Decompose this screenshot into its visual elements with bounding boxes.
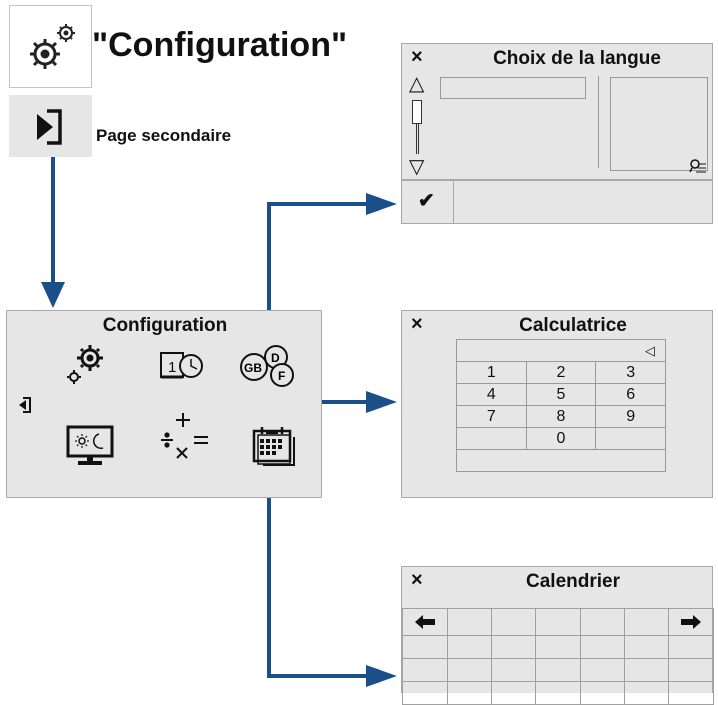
calc-key[interactable]: 8 [525,405,597,428]
calendar-close-icon[interactable]: × [411,569,423,591]
date-time-icon[interactable]: 1 [159,349,209,383]
language-panel: × Choix de la langue △ ▽ ✔ [401,43,713,224]
language-scrollbar[interactable] [412,100,422,155]
lang-badge-d: D [271,351,280,365]
calc-key[interactable]: 0 [525,427,597,450]
secondary-page-icon-box [9,95,92,157]
calculator-panel-title: Calculatrice [519,315,627,336]
calc-key[interactable]: 7 [456,405,527,428]
language-panel-title: Choix de la langue [493,48,661,69]
calendar-panel: × Calendrier [401,566,714,705]
configuration-panel: Configuration 1 GB [6,310,322,498]
language-divider [598,76,599,168]
calculator-result-row [456,449,666,472]
arrow-right-icon[interactable] [680,615,702,629]
calc-key[interactable]: 9 [595,405,666,428]
calculator-keypad: ◁ 1 2 3 4 5 6 7 8 9 0 [456,339,666,472]
arrow-to-language [267,202,368,333]
calc-key[interactable]: 4 [456,383,527,406]
calendar-grid [402,608,714,705]
language-footer [401,180,713,181]
arrow-to-calendar [267,480,368,678]
language-confirm-bar [401,136,713,181]
language-footer-bar [401,179,713,180]
configuration-icon-box [9,5,92,88]
exit-icon[interactable] [15,395,33,415]
calendar-icon[interactable] [251,425,299,469]
calculator-display: ◁ [456,339,666,362]
settings-gears-icon[interactable] [65,341,105,387]
search-list-icon[interactable] [689,158,707,174]
page-subtitle: Page secondaire [96,126,232,145]
lang-badge-f: F [278,369,285,383]
enter-page-icon [37,109,62,145]
language-list-field[interactable] [440,77,586,99]
arrow-head-down [41,282,65,308]
calc-key[interactable] [456,427,527,450]
page-title: "Configuration" [92,26,348,64]
backspace-icon[interactable]: ◁ [645,342,655,358]
language-down-arrow[interactable]: ▽ [409,156,425,178]
calculator-close-icon[interactable]: × [411,313,423,335]
arrow-head-calendar [366,665,397,687]
language-flags-icon[interactable]: GB D F [236,343,298,387]
date-time-digit: 1 [168,359,176,376]
gears-icon [30,24,75,69]
calculator-panel: × Calculatrice ◁ 1 2 3 4 5 6 7 8 9 0 [401,310,713,498]
language-close-icon[interactable]: × [411,46,423,68]
lang-badge-gb: GB [244,361,262,375]
language-up-arrow[interactable]: △ [409,73,425,95]
calc-key[interactable]: 2 [525,361,597,384]
configuration-panel-title: Configuration [102,315,228,336]
calc-key[interactable]: 3 [595,361,666,384]
arrow-head-language [366,193,397,215]
calc-key[interactable]: 5 [525,383,597,406]
calc-key[interactable]: 1 [456,361,527,384]
confirm-check-button[interactable]: ✔ [418,190,435,212]
calc-key[interactable]: 6 [595,383,666,406]
calc-key[interactable] [595,427,666,450]
calendar-panel-title: Calendrier [526,571,620,592]
screen-brightness-icon[interactable] [65,424,115,468]
language-confirm-separator [453,181,454,224]
language-preview-box [610,77,708,171]
scrollbar-track [416,124,419,154]
scrollbar-thumb[interactable] [412,100,422,124]
arrow-left-icon[interactable] [414,615,436,629]
arrow-head-calculator [366,391,397,413]
calculator-icon[interactable] [157,409,215,471]
